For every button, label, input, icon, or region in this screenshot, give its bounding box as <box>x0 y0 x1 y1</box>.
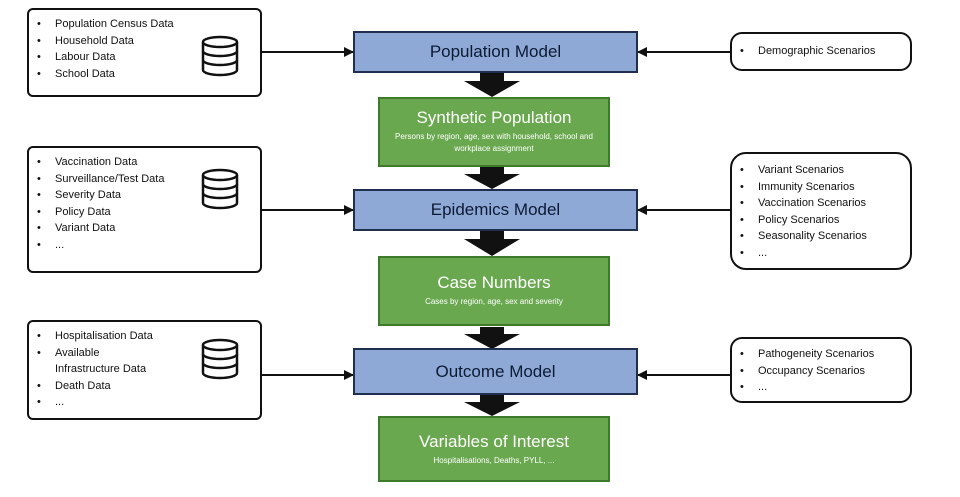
epidemics-data-list: Vaccination Data Surveillance/Test Data … <box>29 154 260 253</box>
epidemics-scenarios-box: Variant Scenarios Immunity Scenarios Vac… <box>730 152 912 270</box>
list-item: Labour Data <box>29 49 260 66</box>
list-item: Variant Data <box>29 220 260 237</box>
list-item: Seasonality Scenarios <box>732 228 910 245</box>
list-item: Death Data <box>29 378 260 395</box>
population-model-label: Population Model <box>429 42 562 61</box>
list-item: Infrastructure Data <box>55 363 147 375</box>
synthetic-population-subtitle: Persons by region, age, sex with househo… <box>395 132 593 153</box>
variables-of-interest-title: Variables of Interest <box>419 432 569 451</box>
epidemics-model-box: Epidemics Model <box>353 189 638 231</box>
list-item: Vaccination Data <box>29 154 260 171</box>
outcome-scenarios-box: Pathogeneity Scenarios Occupancy Scenari… <box>730 337 912 403</box>
list-item: Surveillance/Test Data <box>29 171 260 188</box>
database-icon <box>201 35 239 77</box>
database-icon <box>201 168 239 210</box>
list-item: Policy Scenarios <box>732 212 910 229</box>
list-item: Household Data <box>29 33 260 50</box>
list-item: Available <box>29 345 260 362</box>
list-item: School Data <box>29 66 260 83</box>
list-item: Pathogeneity Scenarios <box>732 346 910 363</box>
outcome-scenarios-list: Pathogeneity Scenarios Occupancy Scenari… <box>732 346 910 396</box>
case-numbers-title: Case Numbers <box>437 273 551 292</box>
population-model-box: Population Model <box>353 31 638 73</box>
arrow-down-icon <box>464 73 520 97</box>
list-item: Occupancy Scenarios <box>732 363 910 380</box>
arrow-down-icon <box>464 231 520 256</box>
list-item: Vaccination Scenarios <box>732 195 910 212</box>
outcome-data-list: Hospitalisation Data Available Infrastru… <box>29 328 260 411</box>
population-data-list: Population Census Data Household Data La… <box>29 16 260 82</box>
variables-of-interest-subtitle: Hospitalisations, Deaths, PYLL, ... <box>433 456 555 465</box>
population-scenarios-box: Demographic Scenarios <box>730 32 912 71</box>
outcome-model-label: Outcome Model <box>435 361 556 381</box>
list-item: ... <box>732 379 910 396</box>
list-item: Policy Data <box>29 204 260 221</box>
population-scenarios-list: Demographic Scenarios <box>732 43 910 60</box>
arrow-down-icon <box>464 327 520 349</box>
synthetic-population-box: Synthetic Population Persons by region, … <box>378 97 610 167</box>
epidemics-model-label: Epidemics Model <box>430 200 561 219</box>
case-numbers-box: Case Numbers Cases by region, age, sex a… <box>378 256 610 326</box>
list-item: Hospitalisation Data <box>29 328 260 345</box>
list-item: Demographic Scenarios <box>732 43 910 60</box>
list-item: ... <box>29 237 260 254</box>
epidemics-data-box: Vaccination Data Surveillance/Test Data … <box>27 146 262 273</box>
list-item: Severity Data <box>29 187 260 204</box>
list-item: Variant Scenarios <box>732 162 910 179</box>
list-item: ... <box>29 394 260 411</box>
list-item: Population Census Data <box>29 16 260 33</box>
variables-of-interest-box: Variables of Interest Hospitalisations, … <box>378 416 610 482</box>
list-item: ... <box>732 245 910 262</box>
case-numbers-subtitle: Cases by region, age, sex and severity <box>425 297 563 306</box>
database-icon <box>201 338 239 380</box>
arrow-down-icon <box>464 167 520 189</box>
epidemics-scenarios-list: Variant Scenarios Immunity Scenarios Vac… <box>732 162 910 261</box>
outcome-model-box: Outcome Model <box>353 348 638 395</box>
arrow-down-icon <box>464 395 520 416</box>
list-item: Immunity Scenarios <box>732 179 910 196</box>
synthetic-population-title: Synthetic Population <box>416 108 572 127</box>
